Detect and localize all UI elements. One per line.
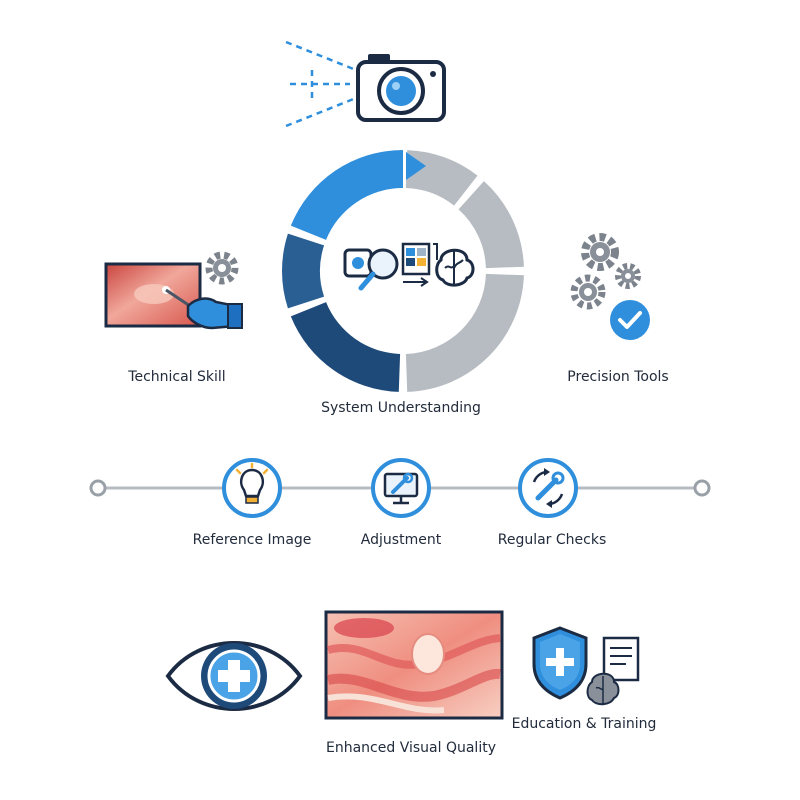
timeline-start-node [89, 479, 107, 497]
ring-segment-top-left [290, 150, 403, 240]
camera-magnifier-brain-icon [343, 242, 475, 291]
education-training-label: Education & Training [511, 716, 657, 732]
system-understanding-label: System Understanding [321, 400, 481, 416]
ring-segment-right [458, 181, 524, 269]
regular-checks-label: Regular Checks [497, 532, 607, 548]
ring-segment-bottom-left [290, 302, 401, 392]
process-timeline [89, 458, 711, 518]
shield-brain-certificate-icon [532, 626, 640, 706]
reference-image-label: Reference Image [192, 532, 312, 548]
lightbulb-icon [222, 458, 282, 518]
camera-icon [285, 40, 446, 128]
technical-skill-label: Technical Skill [128, 369, 226, 385]
gears-check-icon [570, 233, 650, 340]
monitor-wrench-icon [371, 458, 431, 518]
timeline-end-node [693, 479, 711, 497]
ring-segment-bottom-right [405, 273, 524, 392]
ring-segment-left [282, 233, 325, 309]
precision-tools-label: Precision Tools [567, 369, 669, 385]
enhanced-tissue-image [324, 610, 504, 720]
ring-arrow-marker [406, 152, 426, 180]
ring-segment-top-right [405, 150, 478, 206]
system-understanding-ring [282, 150, 524, 392]
eye-plus-icon [165, 641, 303, 711]
wrench-cycle-icon [518, 458, 578, 518]
adjustment-label: Adjustment [360, 532, 442, 548]
enhanced-visual-quality-label: Enhanced Visual Quality [326, 740, 496, 756]
gloved-hand-probe-icon [104, 251, 243, 330]
